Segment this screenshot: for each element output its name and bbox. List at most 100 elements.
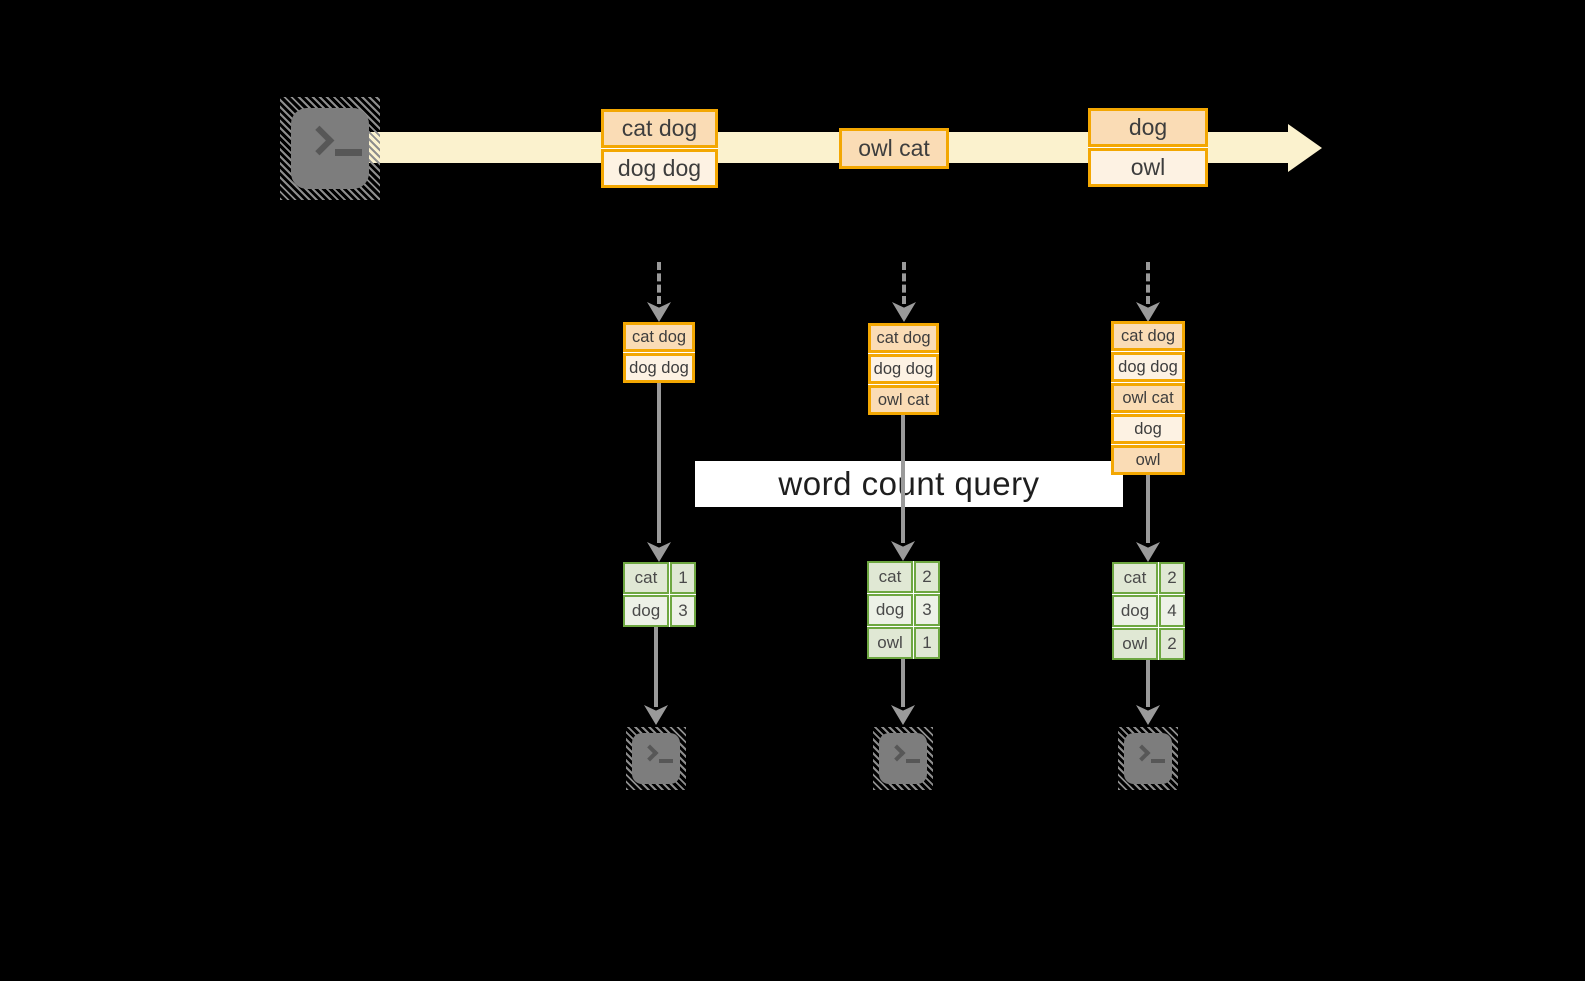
prompt-chevron-icon xyxy=(888,744,906,762)
count-cell: 1 xyxy=(670,562,696,594)
dashed-flow-line xyxy=(657,262,661,304)
count-table-2: cat 2 dog 3 owl 1 xyxy=(867,561,940,659)
input-record: dog dog xyxy=(623,353,695,383)
input-record: dog dog xyxy=(1111,352,1185,382)
timeline-batch-3: dog owl xyxy=(1088,108,1208,187)
stream-record: dog xyxy=(1088,108,1208,147)
record-text: dog dog xyxy=(873,359,934,378)
word-cell: cat xyxy=(867,561,913,593)
stream-timeline-arrowhead-icon xyxy=(1288,124,1322,172)
count-cell: 1 xyxy=(914,627,940,659)
count-text: 4 xyxy=(1167,601,1177,620)
dashed-flow-line xyxy=(1146,262,1150,304)
record-text: owl cat xyxy=(1122,388,1174,407)
input-record: dog xyxy=(1111,414,1185,444)
word-cell: cat xyxy=(1112,562,1158,594)
input-list-1: cat dog dog dog xyxy=(623,322,695,383)
record-text: owl cat xyxy=(877,390,930,409)
record-text: cat dog xyxy=(631,327,687,346)
stream-record: dog dog xyxy=(601,149,718,188)
record-text: cat dog xyxy=(1120,326,1176,345)
word-text: owl xyxy=(877,633,903,652)
query-label: word count query xyxy=(778,465,1040,502)
word-cell: owl xyxy=(1112,628,1158,660)
record-text: owl cat xyxy=(858,135,930,161)
word-cell: owl xyxy=(867,627,913,659)
input-record: cat dog xyxy=(1111,321,1185,351)
terminal-body xyxy=(879,733,927,784)
timeline-batch-1: cat dog dog dog xyxy=(601,109,718,188)
word-text: dog xyxy=(875,600,905,619)
word-cell: cat xyxy=(623,562,669,594)
count-cell: 2 xyxy=(1159,628,1185,660)
terminal-body xyxy=(632,733,680,784)
count-text: 2 xyxy=(1167,568,1177,587)
word-cell: dog xyxy=(623,595,669,627)
record-text: dog xyxy=(1134,419,1162,438)
count-table-1: cat 1 dog 3 xyxy=(623,562,696,627)
flow-line xyxy=(1146,475,1150,543)
arrowhead-down-icon xyxy=(647,542,671,562)
word-text: owl xyxy=(1122,634,1148,653)
sink-terminal-icon xyxy=(1118,727,1178,790)
arrowhead-down-icon xyxy=(891,541,915,561)
count-cell: 4 xyxy=(1159,595,1185,627)
input-record: cat dog xyxy=(868,323,939,353)
sink-terminal-icon xyxy=(626,727,686,790)
count-text: 2 xyxy=(922,567,932,586)
input-list-2: cat dog dog dog owl cat xyxy=(868,323,939,415)
record-text: dog dog xyxy=(1118,357,1178,376)
input-record: owl cat xyxy=(1111,383,1185,413)
count-cell: 2 xyxy=(1159,562,1185,594)
sink-terminal-icon xyxy=(873,727,933,790)
count-cell: 2 xyxy=(914,561,940,593)
arrowhead-down-icon xyxy=(1136,705,1160,725)
flow-line xyxy=(654,627,658,707)
record-text: dog dog xyxy=(629,358,689,377)
stream-record: owl cat xyxy=(839,128,949,169)
record-text: owl xyxy=(1135,450,1161,469)
prompt-underscore-icon xyxy=(335,149,362,156)
word-text: dog xyxy=(1120,601,1150,620)
input-record: owl xyxy=(1111,445,1185,475)
record-text: owl xyxy=(1130,154,1166,180)
query-label-band: word count query xyxy=(695,461,1123,507)
stream-record: cat dog xyxy=(601,109,718,148)
count-table-3: cat 2 dog 4 owl 2 xyxy=(1112,562,1185,660)
record-text: dog xyxy=(1128,114,1168,140)
count-text: 3 xyxy=(678,601,688,620)
input-record: owl cat xyxy=(868,385,939,415)
arrowhead-down-icon xyxy=(1136,542,1160,562)
word-text: dog xyxy=(631,601,661,620)
word-text: cat xyxy=(878,567,902,586)
prompt-underscore-icon xyxy=(1151,759,1165,763)
count-cell: 3 xyxy=(670,595,696,627)
prompt-chevron-icon xyxy=(304,125,335,156)
input-record: cat dog xyxy=(623,322,695,352)
terminal-body xyxy=(291,108,369,189)
prompt-chevron-icon xyxy=(641,744,659,762)
count-text: 2 xyxy=(1167,634,1177,653)
record-text: cat dog xyxy=(621,115,698,141)
record-text: dog dog xyxy=(617,155,702,181)
source-terminal-icon xyxy=(280,97,380,200)
prompt-underscore-icon xyxy=(659,759,673,763)
prompt-underscore-icon xyxy=(906,759,920,763)
stream-record: owl xyxy=(1088,148,1208,187)
arrowhead-down-icon xyxy=(891,705,915,725)
dashed-flow-line xyxy=(902,262,906,304)
input-record: dog dog xyxy=(868,354,939,384)
terminal-body xyxy=(1124,733,1172,784)
flow-line xyxy=(657,383,661,543)
count-text: 1 xyxy=(922,633,932,652)
count-text: 3 xyxy=(922,600,932,619)
word-cell: dog xyxy=(1112,595,1158,627)
arrowhead-down-icon xyxy=(892,302,916,322)
input-list-3: cat dog dog dog owl cat dog owl xyxy=(1111,321,1185,475)
word-text: cat xyxy=(1123,568,1147,587)
prompt-chevron-icon xyxy=(1133,744,1151,762)
record-text: cat dog xyxy=(876,328,931,347)
arrowhead-down-icon xyxy=(1136,302,1160,322)
word-text: cat xyxy=(634,568,658,587)
